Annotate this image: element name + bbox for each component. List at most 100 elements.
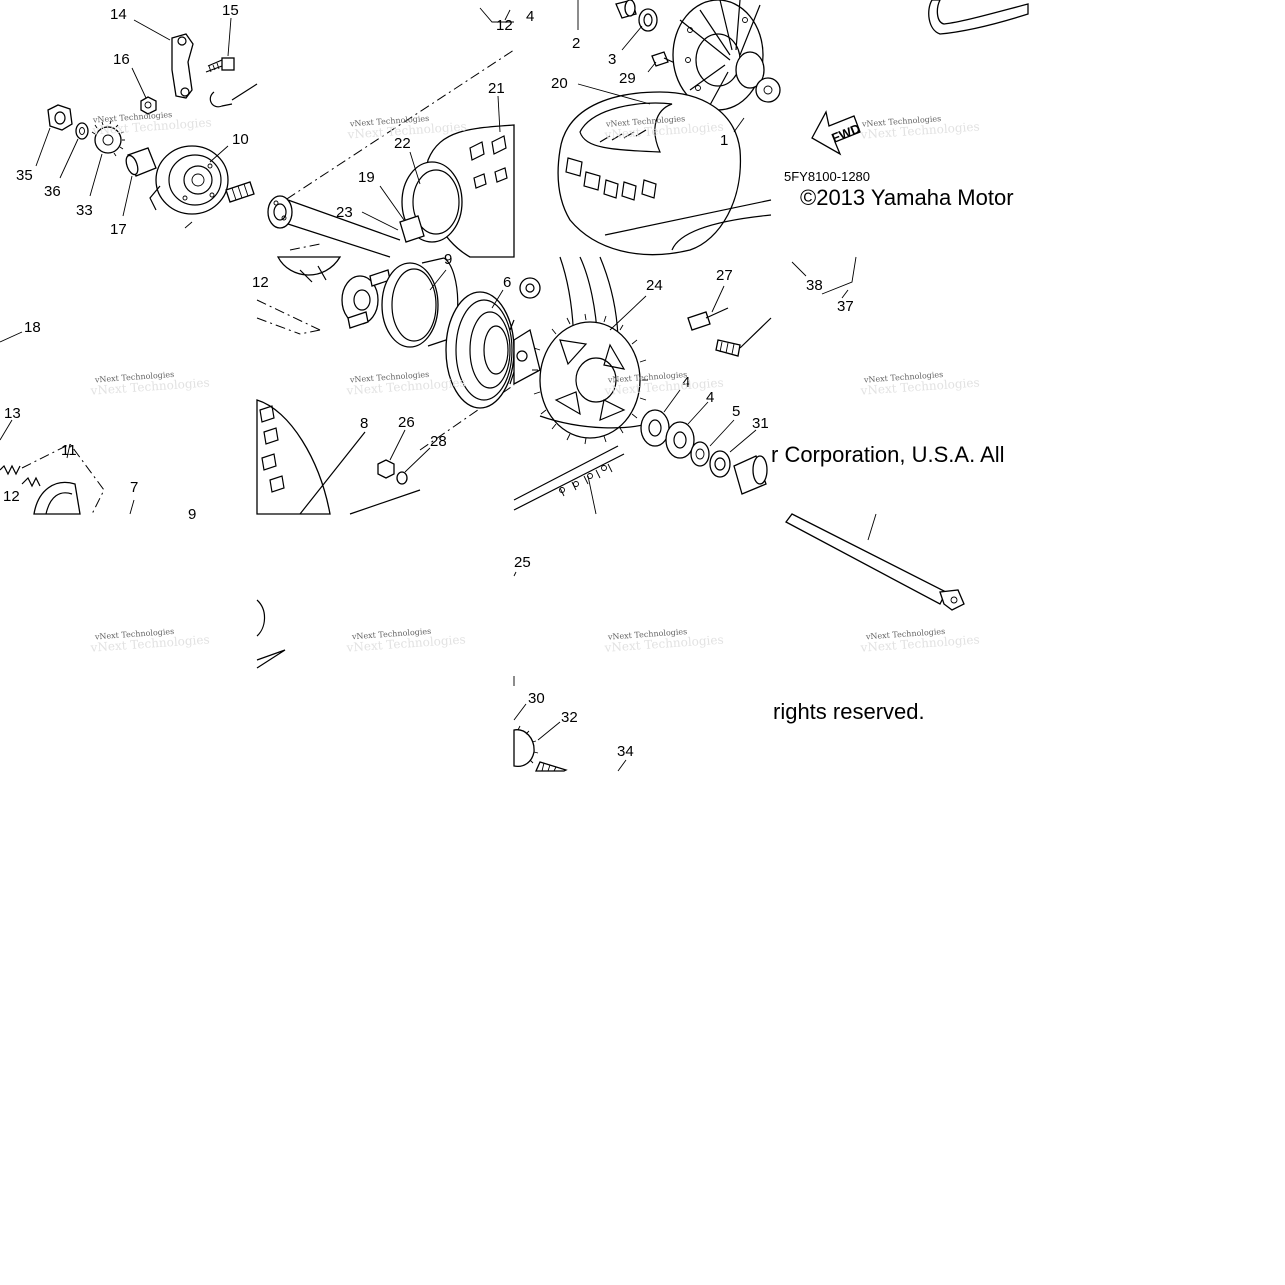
brake-drum-edge <box>276 256 342 276</box>
tile-top-far-right: FWD 5FY8100-1280 ©2013 Yamaha Motor <box>784 0 1029 210</box>
bolt-27 <box>687 307 729 331</box>
bolt-15 <box>221 57 235 71</box>
wheel-damper-6 <box>445 291 515 409</box>
callout-12a: 12 <box>496 17 513 34</box>
callout-4c: 4 <box>706 389 714 406</box>
callout-18: 18 <box>24 319 41 336</box>
callout-3: 3 <box>608 51 616 68</box>
tile-mid-far-right: r Corporation, U.S.A. All <box>771 256 1005 467</box>
watermark: vNext Technologies vNext Technologies <box>345 627 466 655</box>
tile-top-right <box>557 0 781 256</box>
callout-24: 24 <box>646 277 663 294</box>
callout-27: 27 <box>716 267 733 284</box>
callout-2: 2 <box>572 35 580 52</box>
tile-mid-left <box>0 331 135 515</box>
callout-15: 15 <box>222 2 239 19</box>
drive-chain-loop <box>928 0 1029 35</box>
spacer-5 <box>690 441 710 467</box>
callout-4b: 4 <box>682 374 690 391</box>
nut-16 <box>140 96 157 115</box>
callout-34: 34 <box>617 743 634 760</box>
callout-13: 13 <box>4 405 21 422</box>
callout-12b: 12 <box>3 488 20 505</box>
callout-16: 16 <box>113 51 130 68</box>
circlip-28 <box>396 471 408 485</box>
callout-17: 17 <box>110 221 127 238</box>
callout-1: 1 <box>720 132 728 149</box>
tile-top-left <box>35 17 258 229</box>
nut-26 <box>377 459 395 479</box>
seal-31 <box>709 450 731 478</box>
drive-sprocket-33 <box>91 120 125 157</box>
copyright-line-1: ©2013 Yamaha Motor <box>800 185 1014 210</box>
callout-8: 8 <box>360 415 368 432</box>
watermark: vNext Technologies vNext Technologies <box>859 370 980 398</box>
callout-38: 38 <box>806 277 823 294</box>
collar-17 <box>125 147 157 177</box>
callout-10: 10 <box>232 131 249 148</box>
callout-7: 7 <box>130 479 138 496</box>
washer-36 <box>75 122 89 140</box>
callout-11: 11 <box>61 442 77 459</box>
bearing-4b <box>665 421 695 459</box>
watermark: vNext Technologies vNext Technologies <box>89 627 210 655</box>
rear-axle <box>785 513 965 611</box>
tile-top-center <box>267 7 515 258</box>
axle-sleeve-23 <box>267 195 401 258</box>
watermark: vNext Technologies vNext Technologies <box>859 627 980 655</box>
callout-33: 33 <box>76 202 93 219</box>
callout-36: 36 <box>44 183 61 200</box>
drive-sprocket-32 <box>513 725 539 768</box>
callout-21: 21 <box>488 80 505 97</box>
hub-flange-with-studs <box>341 269 391 329</box>
tile-bottom-row: rights reserved. <box>256 513 965 772</box>
bearing-4a <box>640 409 670 447</box>
callout-labels: 14 15 16 10 35 36 33 17 4 12 21 22 19 23… <box>3 2 854 760</box>
rear-tire <box>557 91 772 256</box>
callout-19: 19 <box>358 169 375 186</box>
callout-29: 29 <box>619 70 636 87</box>
tile-mid-right <box>513 256 772 515</box>
callout-14: 14 <box>110 6 127 23</box>
spacer-2 <box>615 0 637 19</box>
axle-nut-35 <box>47 104 73 131</box>
callout-4a: 4 <box>526 8 534 25</box>
oil-seal-3 <box>638 8 658 32</box>
callout-35: 35 <box>16 167 33 184</box>
bearing-19 <box>399 215 425 243</box>
callout-30: 30 <box>528 690 545 707</box>
stud-bolt <box>225 181 255 203</box>
return-spring <box>21 476 41 488</box>
callout-5: 5 <box>732 403 740 420</box>
drive-chain <box>513 445 625 511</box>
callout-23: 23 <box>336 204 353 221</box>
part-code: 5FY8100-1280 <box>784 169 870 184</box>
callout-22: 22 <box>394 135 411 152</box>
sprocket-bolt <box>715 317 772 357</box>
tire-section <box>256 399 421 515</box>
brake-shoe-11 <box>33 481 81 515</box>
drum-ring-9 <box>381 257 459 348</box>
copyright-line-3: rights reserved. <box>773 699 925 724</box>
sprocket-carrier <box>513 328 541 386</box>
callout-6: 6 <box>503 274 511 291</box>
collar-tube <box>733 455 768 495</box>
brake-spring <box>0 464 21 476</box>
callout-20: 20 <box>551 75 568 92</box>
drive-shaft-34 <box>534 761 568 772</box>
rear-sprocket-24 <box>532 313 661 445</box>
watermark: vNext Technologies vNext Technologies <box>603 627 724 655</box>
callout-32: 32 <box>561 709 578 726</box>
callout-25: 25 <box>514 554 531 571</box>
brake-cam-lever <box>171 33 194 99</box>
watermark: vNext Technologies vNext Technologies <box>859 114 980 142</box>
callout-9b: 9 <box>444 251 452 268</box>
callout-31: 31 <box>752 415 769 432</box>
watermark: vNext Technologies vNext Technologies <box>91 110 212 138</box>
fwd-arrow-icon: FWD <box>811 110 862 156</box>
brake-shoe-plate-10 <box>149 145 229 215</box>
tile-mid-center <box>256 256 515 515</box>
callout-9a: 9 <box>188 506 196 523</box>
hub-nut <box>519 277 541 299</box>
